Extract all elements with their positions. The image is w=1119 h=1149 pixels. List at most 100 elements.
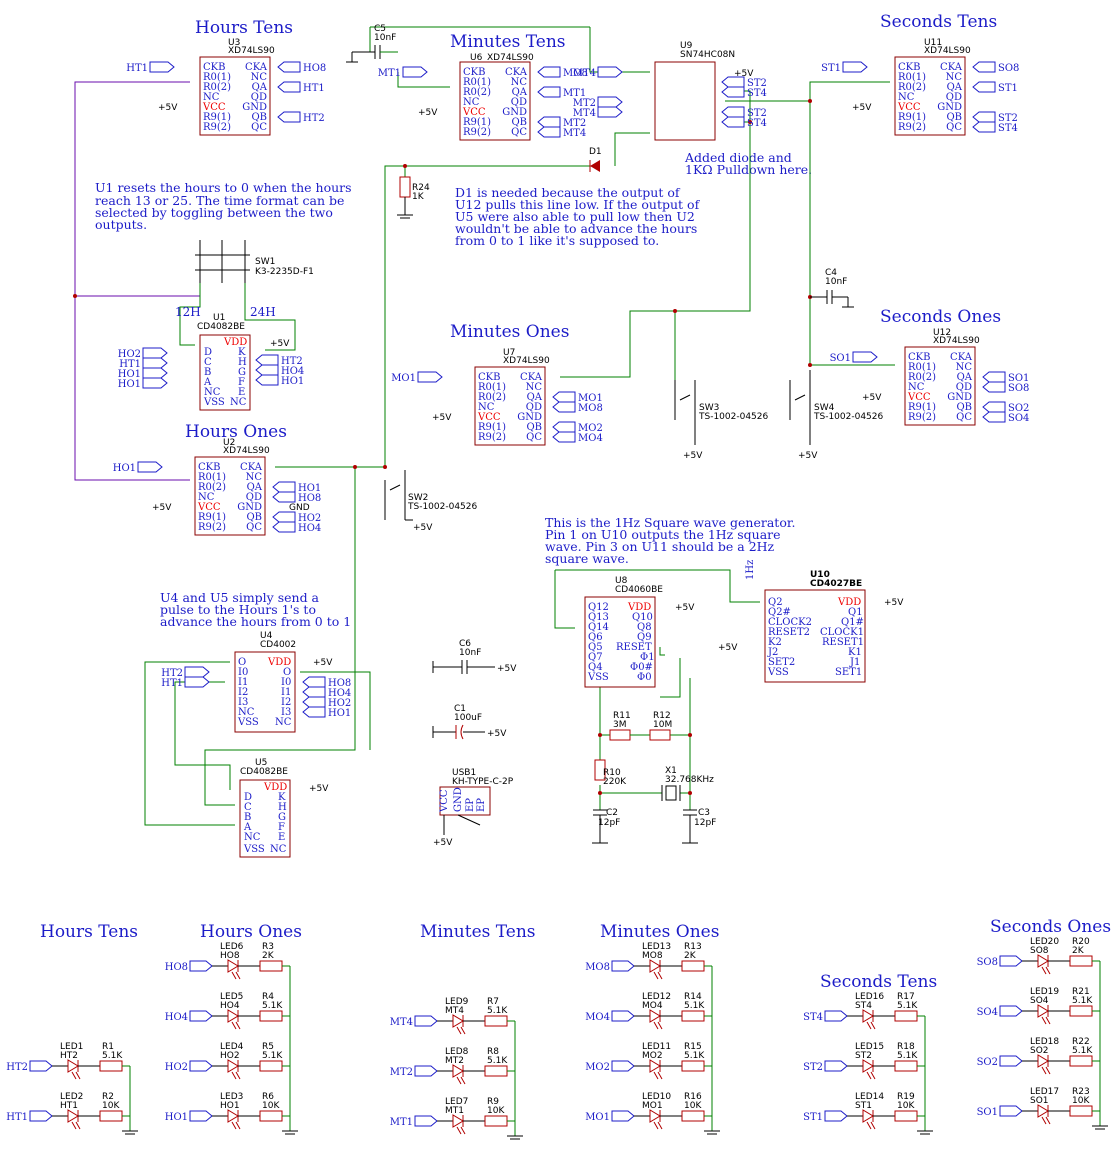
svg-text:HO4: HO4 xyxy=(298,523,321,534)
svg-text:U12 pulls this line low. If th: U12 pulls this line low. If the output o… xyxy=(455,197,701,212)
svg-text:Q6: Q6 xyxy=(588,632,603,643)
led-net: HO8 xyxy=(220,951,240,961)
svg-text:HO4: HO4 xyxy=(328,688,351,699)
res-ref: R2 xyxy=(102,1092,114,1102)
res-ref: R1 xyxy=(102,1042,114,1052)
svg-text:NC: NC xyxy=(270,844,287,855)
led-net-label: MT2 xyxy=(390,1067,413,1078)
led-net: HT2 xyxy=(60,1051,78,1061)
led-ref: LED4 xyxy=(220,1042,244,1052)
res-ref: R5 xyxy=(262,1042,274,1052)
ls90-pin-label: QC xyxy=(526,432,542,443)
net-flag-ho4: HO4 xyxy=(272,521,321,534)
led-net-label: MO2 xyxy=(585,1062,610,1073)
svg-text:XD74LS90: XD74LS90 xyxy=(228,46,275,56)
svg-text:VDD: VDD xyxy=(837,597,861,608)
net-flag-mt4: MT4 xyxy=(573,106,623,119)
led-net: HO1 xyxy=(220,1101,240,1111)
led-net-label: HO4 xyxy=(165,1012,188,1023)
net-flag-mo8: MO8 xyxy=(537,66,588,79)
svg-text:ST4: ST4 xyxy=(747,118,767,129)
svg-text:EP: EP xyxy=(465,798,476,812)
svg-text:+5V: +5V xyxy=(418,108,438,118)
ls90-pin-label: R0(2) xyxy=(198,482,226,493)
svg-text:K1: K1 xyxy=(848,647,862,658)
svg-text:HO8: HO8 xyxy=(298,493,321,504)
res-ref: R17 xyxy=(897,992,915,1002)
connector-usb1: USB1 KH-TYPE-C-2P VCC GND EP EP +5V xyxy=(433,768,514,848)
ls90-pin-label: R0(2) xyxy=(908,372,936,383)
svg-text:Q7: Q7 xyxy=(588,652,603,663)
net-flag-ho8: HO8 xyxy=(302,676,351,689)
label-1hz-vertical: 1Hz xyxy=(745,560,756,580)
svg-text:MT2: MT2 xyxy=(573,98,596,109)
svg-text:Q2: Q2 xyxy=(768,597,783,608)
ls90-pin-label: NC xyxy=(198,492,215,503)
svg-text:selected by toggling between t: selected by toggling between the two xyxy=(95,205,333,220)
net-flag-ho1: HO1 xyxy=(118,367,168,380)
svg-text:10nF: 10nF xyxy=(459,648,481,658)
svg-text:wouldn't be able to advance th: wouldn't be able to advance the hours xyxy=(455,221,697,236)
svg-text:+5V: +5V xyxy=(487,729,507,739)
net-flag-so2: SO2 xyxy=(982,401,1029,414)
svg-text:HT1: HT1 xyxy=(303,83,325,94)
net-flag-ht2: HT2 xyxy=(255,354,303,367)
svg-text:SW4: SW4 xyxy=(814,403,835,413)
led-ref: LED7 xyxy=(445,1097,468,1107)
svg-text:SO8: SO8 xyxy=(1008,383,1029,394)
net-flag-mo1: MO1 xyxy=(391,371,443,384)
net-flag-ho8: HO8 xyxy=(272,491,321,504)
net-flag-mo1: MO1 xyxy=(552,391,603,404)
led-ref: LED12 xyxy=(642,992,671,1002)
svg-text:HT1: HT1 xyxy=(126,63,148,74)
svg-text:ST4: ST4 xyxy=(998,123,1018,134)
led-ref: LED14 xyxy=(855,1092,884,1102)
led-net-label: HO8 xyxy=(165,962,188,973)
led-net: SO8 xyxy=(1030,946,1049,956)
svg-text:XD74LS90: XD74LS90 xyxy=(933,336,980,346)
led-net-label: SO8 xyxy=(977,957,998,968)
svg-text:NC: NC xyxy=(244,832,261,843)
svg-text:K3-2235D-F1: K3-2235D-F1 xyxy=(255,267,314,277)
res-val: 10K xyxy=(102,1101,120,1111)
ls90-pin-label: QD xyxy=(251,92,267,103)
switch-sw2: SW2 TS-1002-04526 xyxy=(384,470,478,521)
svg-text:C1: C1 xyxy=(454,704,466,714)
led-ref: LED3 xyxy=(220,1092,243,1102)
svg-text:R12: R12 xyxy=(653,711,671,721)
ls90-pin-label: R0(2) xyxy=(478,392,506,403)
bottom-title-seconds-ones: Seconds Ones xyxy=(990,917,1111,937)
led-net: MO8 xyxy=(642,951,663,961)
led-net: MT1 xyxy=(445,1106,464,1116)
res-ref: R6 xyxy=(262,1092,274,1102)
ls90-pin-label: NC xyxy=(246,472,263,483)
ls90-pin-label: QA xyxy=(947,82,963,93)
chip-u9: U9 SN74HC08N xyxy=(654,41,735,141)
res-ref: R21 xyxy=(1072,987,1090,997)
svg-text:Q1: Q1 xyxy=(848,607,863,618)
led-net: ST4 xyxy=(855,1001,872,1011)
ls90-pin-label: CKA xyxy=(950,352,973,363)
ls90-pin-label: R9(2) xyxy=(463,127,491,138)
svg-text:HT2: HT2 xyxy=(281,356,303,367)
ls90-pin-label: CKB xyxy=(908,352,930,363)
svg-text:U10: U10 xyxy=(810,570,830,580)
res-ref: R19 xyxy=(897,1092,915,1102)
svg-text:USB1: USB1 xyxy=(452,768,476,778)
svg-text:+5V: +5V xyxy=(852,103,872,113)
svg-text:SN74HC08N: SN74HC08N xyxy=(680,50,735,60)
svg-text:D1 is needed because the outpu: D1 is needed because the output of xyxy=(455,185,681,200)
res-ref: R23 xyxy=(1072,1087,1090,1097)
svg-text:O: O xyxy=(238,657,246,668)
svg-text:10nF: 10nF xyxy=(374,33,396,43)
led-net: SO1 xyxy=(1030,1096,1049,1106)
net-flag-mt2: MT2 xyxy=(573,96,623,109)
svg-text:HO2: HO2 xyxy=(298,513,321,524)
ls90-pin-label: VCC xyxy=(897,102,921,113)
svg-text:Q14: Q14 xyxy=(588,622,609,633)
